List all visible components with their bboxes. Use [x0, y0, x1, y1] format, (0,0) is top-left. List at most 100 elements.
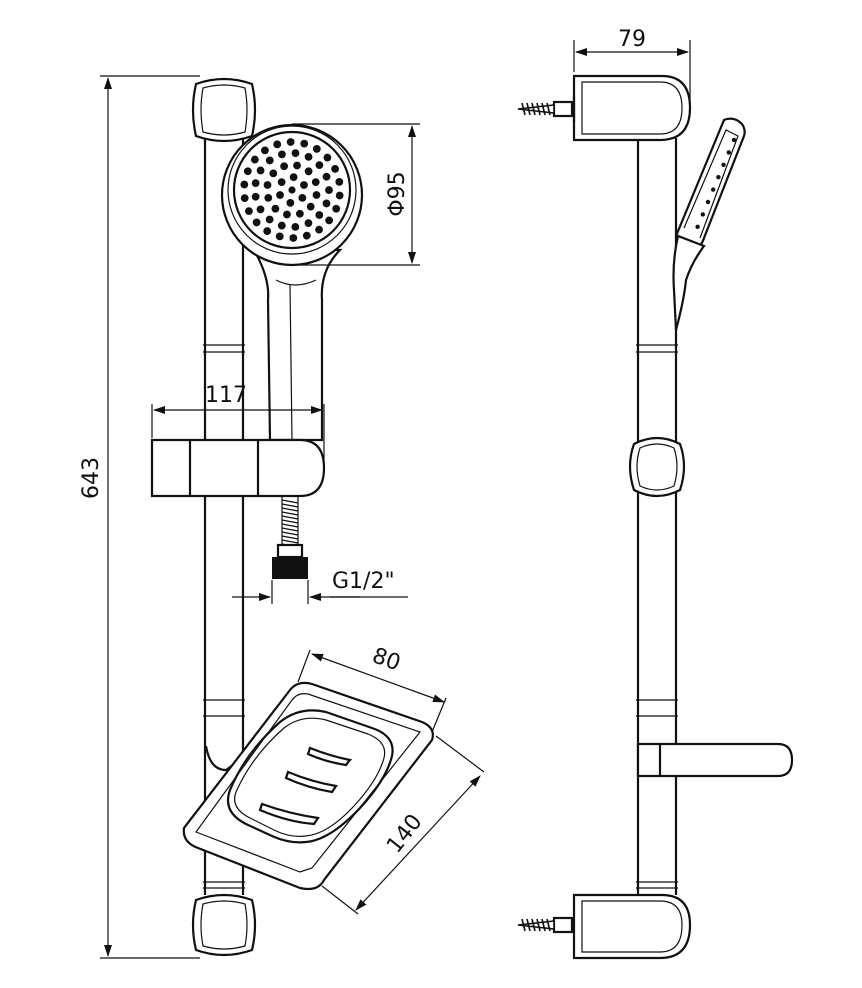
- nozzle: [283, 210, 291, 219]
- nozzle: [322, 199, 331, 208]
- side-soap-dish: [636, 742, 794, 778]
- nozzle: [240, 194, 249, 203]
- hose-coil: [281, 539, 299, 544]
- nozzle: [251, 179, 260, 188]
- hose-coil: [281, 503, 299, 508]
- nozzle: [263, 181, 272, 189]
- screw-thread: [546, 918, 551, 932]
- dim-bracket-depth: 79: [618, 27, 646, 52]
- dish-hook: [204, 745, 241, 772]
- side-nozzle: [731, 137, 737, 143]
- nozzle: [240, 180, 249, 189]
- side-rail: [636, 138, 678, 895]
- hose-coil: [281, 511, 299, 516]
- nozzle: [265, 215, 274, 224]
- nozzle: [286, 198, 295, 207]
- nozzle: [293, 161, 301, 170]
- nozzle: [256, 205, 265, 214]
- screw-body: [517, 920, 555, 930]
- nozzle: [263, 227, 272, 235]
- screw-thread: [526, 102, 531, 116]
- side-nozzle: [705, 199, 711, 205]
- nozzle: [312, 191, 321, 199]
- nozzle: [289, 173, 298, 182]
- nozzle: [323, 153, 332, 162]
- nozzle: [275, 232, 284, 241]
- nozzle: [306, 202, 315, 211]
- hand-shower-handle: [252, 248, 343, 442]
- side-hand-shower: [672, 117, 746, 331]
- hose-coil: [281, 535, 299, 540]
- screw-thread: [546, 102, 551, 116]
- dim-thread: G1/2": [332, 569, 395, 594]
- soap-dish: [182, 681, 434, 891]
- nozzle: [289, 234, 298, 242]
- hose-coil: [281, 523, 299, 528]
- nozzle: [300, 139, 309, 148]
- side-nozzle: [721, 162, 726, 167]
- screw-thread: [521, 918, 526, 932]
- nozzle: [295, 209, 304, 218]
- screw-thread: [531, 102, 536, 116]
- nozzle: [315, 211, 324, 219]
- side-slider: [628, 436, 686, 498]
- wall-screw-top: [517, 102, 555, 116]
- nozzle: [331, 164, 339, 173]
- nozzle: [276, 191, 284, 199]
- hose-coil: [281, 507, 299, 512]
- nozzle: [252, 218, 261, 227]
- screw-body: [517, 104, 555, 114]
- front-bottom-bracket: [191, 893, 257, 957]
- nozzle: [300, 181, 308, 189]
- nozzle: [291, 149, 300, 158]
- dim-slider-length: 117: [205, 383, 247, 408]
- nozzle: [264, 193, 273, 202]
- nozzle: [269, 169, 278, 178]
- nozzle: [277, 221, 286, 230]
- nozzle: [277, 178, 286, 187]
- nozzle: [256, 166, 265, 175]
- screw-thread: [536, 102, 541, 116]
- drain-slots: [258, 746, 353, 826]
- nozzle: [278, 150, 286, 159]
- screw-thread: [536, 918, 541, 932]
- side-nozzle: [700, 212, 705, 217]
- hand-shower-head: [220, 123, 364, 267]
- dim-dish-length: 140: [382, 810, 428, 858]
- nozzle: [304, 153, 313, 161]
- hose: [272, 496, 308, 579]
- nozzle: [312, 145, 321, 153]
- side-nozzle: [716, 175, 721, 180]
- front-view: [150, 77, 434, 957]
- dim-overall-height: 643: [79, 457, 104, 499]
- screw-thread: [541, 918, 546, 932]
- nozzle: [315, 225, 323, 234]
- screw-thread: [521, 102, 526, 116]
- screw-thread: [531, 918, 536, 932]
- nozzle: [280, 162, 289, 171]
- screw-thread: [526, 918, 531, 932]
- hose-coil: [281, 531, 299, 536]
- nozzle: [298, 193, 307, 202]
- hose-coil: [281, 499, 299, 504]
- side-bottom-bracket: [517, 893, 692, 960]
- nozzle: [335, 191, 344, 200]
- nozzle: [325, 186, 333, 194]
- nozzle: [302, 231, 311, 240]
- nozzle: [291, 222, 300, 231]
- dim-dish-width: 80: [369, 643, 404, 676]
- side-dimensions: 79: [573, 27, 691, 104]
- side-top-bracket: [517, 74, 692, 142]
- spray-nozzles: [240, 138, 344, 242]
- nozzle: [288, 186, 296, 194]
- side-nozzle: [726, 150, 731, 155]
- nozzle: [335, 177, 344, 186]
- nozzle: [261, 146, 269, 155]
- nozzle: [315, 161, 324, 170]
- nozzle: [251, 192, 260, 201]
- nozzle: [273, 140, 282, 149]
- slider-holder: [150, 438, 326, 498]
- nozzle: [322, 172, 331, 181]
